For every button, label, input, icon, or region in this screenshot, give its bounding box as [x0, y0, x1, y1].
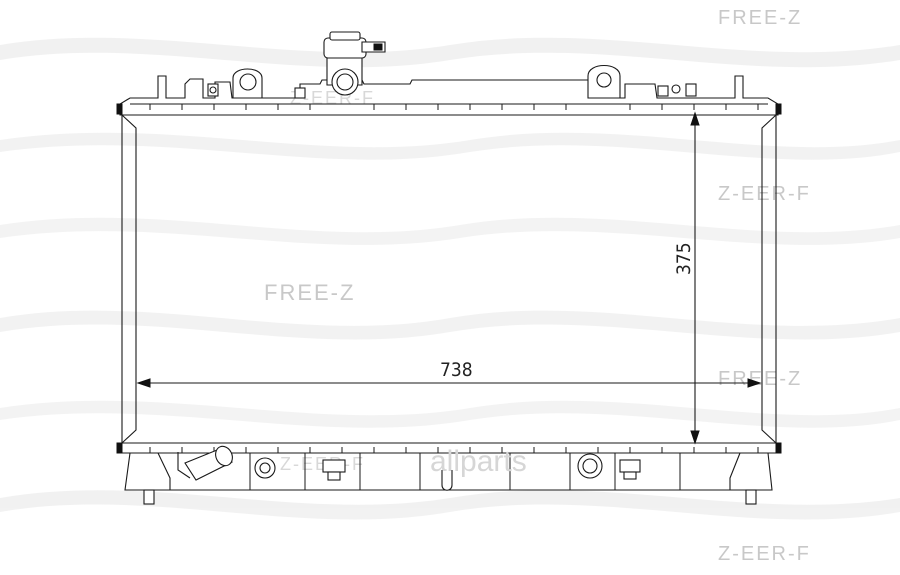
- watermark-brand-top: FREE-Z: [718, 7, 802, 29]
- watermark-brand-mirrored-1: Z-EER-F: [718, 183, 811, 205]
- bottom-tank: [116, 442, 782, 505]
- width-dimension: [136, 378, 762, 388]
- watermark-brand-mirrored-2: Z-EER-F: [718, 543, 811, 565]
- height-dimension-label: 375: [673, 242, 695, 275]
- watermark-brand-right: FREE-Z: [718, 368, 802, 390]
- height-dimension: [690, 111, 700, 445]
- top-tank: [116, 31, 782, 116]
- width-dimension-label: 738: [440, 359, 473, 381]
- watermark-site: allparts: [430, 445, 527, 478]
- watermark-brand-center: FREE-Z: [264, 280, 355, 305]
- watermark-waves: [0, 37, 900, 520]
- radiator-core: [121, 114, 777, 444]
